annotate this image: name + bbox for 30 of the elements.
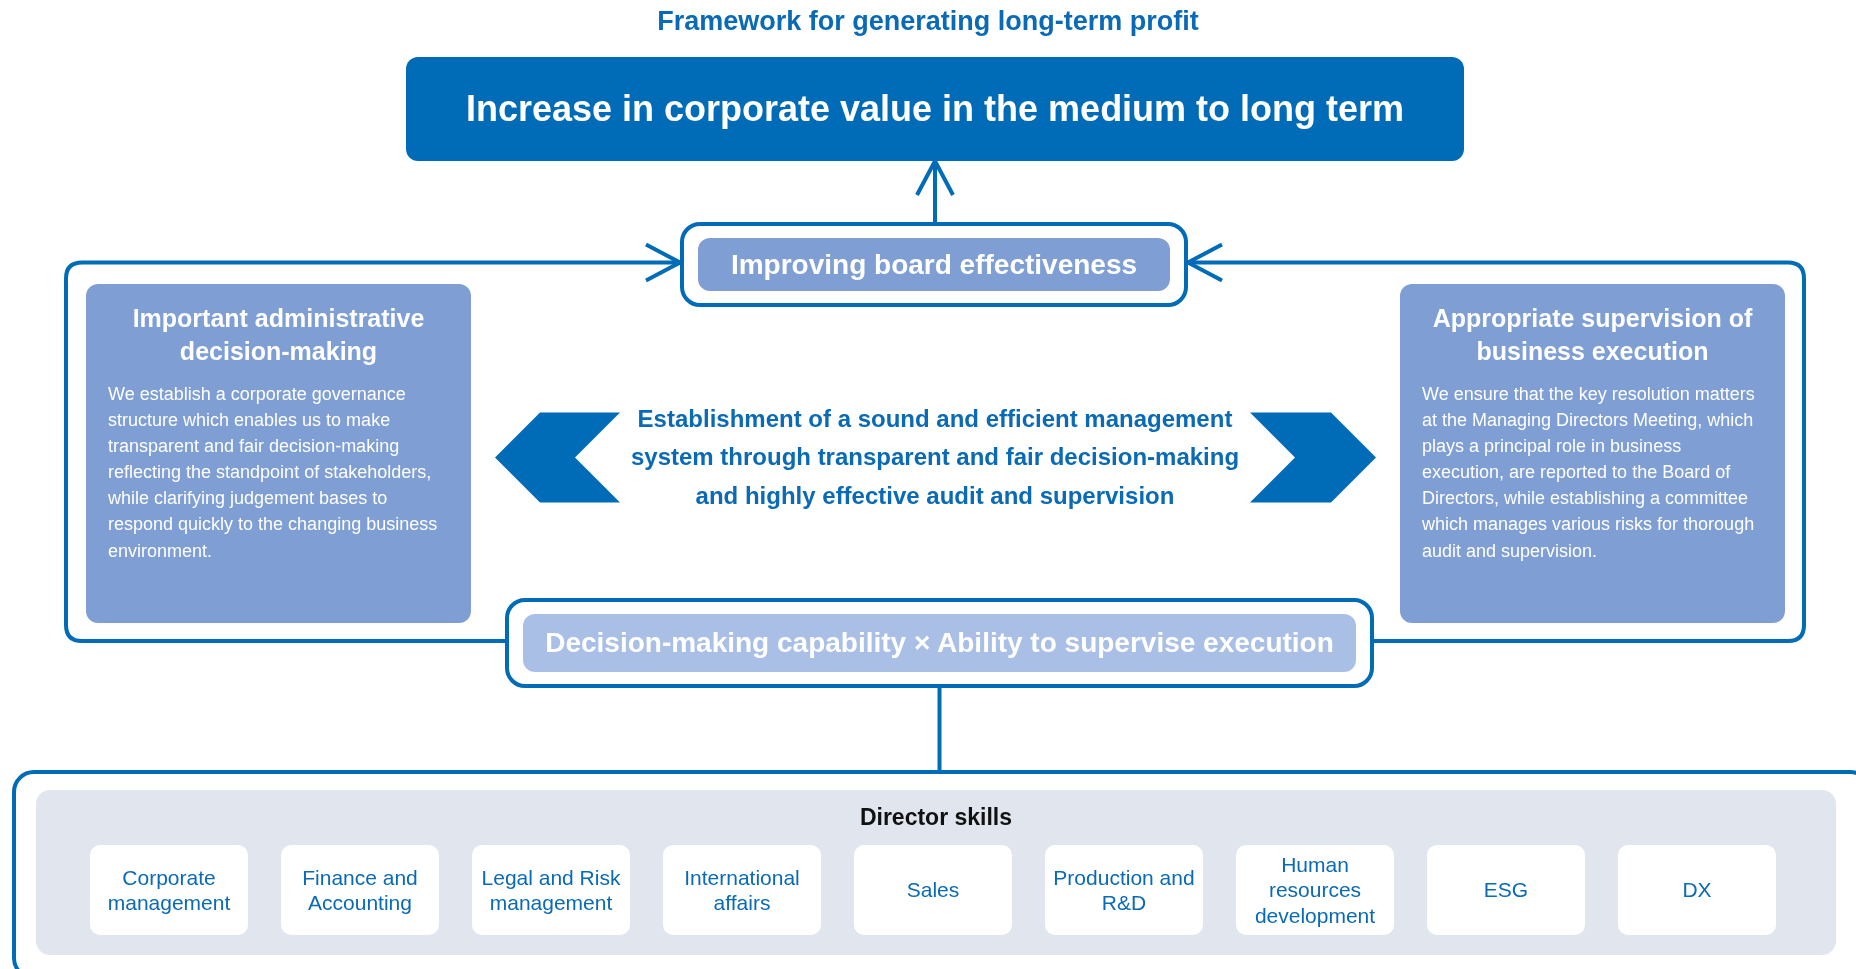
goal-box: Increase in corporate value in the medium to long term [406, 57, 1464, 161]
panel-text: We ensure that the key resolution matters at the Managing Directors Meeting, which plays a principal role in business execution, are reported to the Board of Directors, while establishing a committee which manages various risks for thorough audit and supervision. [1422, 383, 1756, 563]
chevron-arrow [1250, 412, 1376, 503]
statement-text: Establishment of a sound and efficient management system through transparent and fair decision-making and highly effective audit and supervision [630, 370, 1240, 545]
skill-tag: International affairs [663, 845, 821, 935]
connector-line [937, 688, 942, 770]
panel-heading: Important administrative decision-making [131, 303, 426, 367]
framed-box [505, 598, 1374, 688]
arrow [64, 242, 682, 643]
skill-tag: Production and R&D [1045, 845, 1203, 935]
skills-frame [12, 770, 1856, 969]
arrow [915, 159, 955, 222]
skill-tag: Corporate management [90, 845, 248, 935]
skill-tag: ESG [1427, 845, 1585, 935]
heading-pill: Improving board effectiveness [698, 238, 1170, 291]
info-panel [1400, 284, 1785, 623]
skill-tag: Sales [854, 845, 1012, 935]
panel-heading: Appropriate supervision of business execution [1431, 303, 1754, 367]
section-heading: Director skills [858, 804, 1014, 831]
framed-box [680, 222, 1188, 307]
skill-tag: Finance and Accounting [281, 845, 439, 935]
diagram-title: Framework for generating long-term profit [656, 6, 1200, 37]
info-panel [86, 284, 471, 623]
skill-tag: Legal and Risk management [472, 845, 630, 935]
heading-pill: Decision-making capability × Ability to supervise execution [523, 614, 1356, 672]
skill-tag: Human resources development [1236, 845, 1394, 935]
arrow [1186, 242, 1806, 643]
panel-text: We establish a corporate governance structure which enables us to make transparent and fair decision-making reflecting the standpoint of stakeholders, while clarifying judgement bases to respond quickly to the changing business environment. [108, 383, 439, 563]
skill-tag: DX [1618, 845, 1776, 935]
chevron-arrow [495, 412, 620, 503]
